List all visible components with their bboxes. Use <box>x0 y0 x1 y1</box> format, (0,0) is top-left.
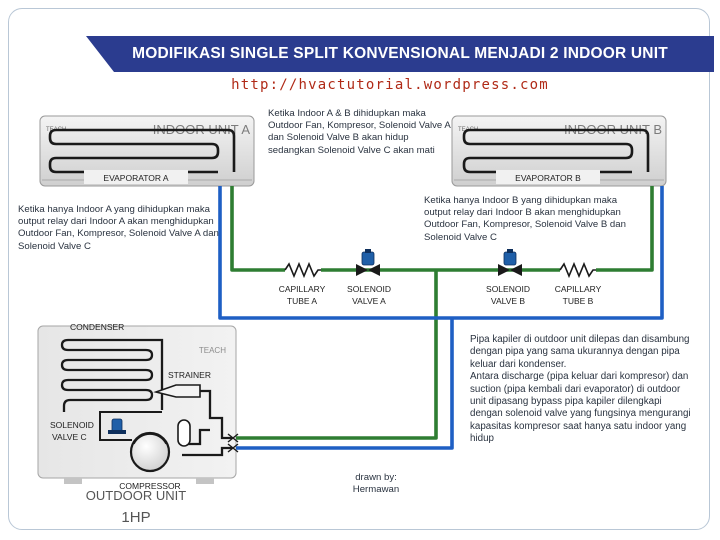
condenser-label: CONDENSER <box>70 322 124 332</box>
solenoid-c-label-1: SOLENOID <box>50 420 94 430</box>
capillary-a-label-2: TUBE A <box>287 296 318 306</box>
note-indoor-b-only: Ketika hanya Indoor B yang dihidupkan ma… <box>424 195 626 243</box>
credit-line-1: drawn by: <box>355 472 397 483</box>
capillary-tube-a <box>284 261 321 279</box>
capillary-a-label-1: CAPILLARY <box>279 284 326 294</box>
note-capillary-modification: Pipa kapiler di outdoor unit dilepas dan… <box>470 334 696 446</box>
note-indoor-a-only: Ketika hanya Indoor A yang dihidupkan ma… <box>18 204 219 252</box>
note-both-indoor-on: Ketika Indoor A & B dihidupkan maka Outd… <box>268 108 451 156</box>
solenoid-c-label-2: VALVE C <box>52 432 87 442</box>
diagram-title: MODIFIKASI SINGLE SPLIT KONVENSIONAL MEN… <box>132 45 668 62</box>
solenoid-a-label-1: SOLENOID <box>347 284 391 294</box>
compressor <box>129 431 171 473</box>
solenoid-valve-a <box>356 249 380 276</box>
solenoid-a-label-2: VALVE A <box>352 296 386 306</box>
evaporator-a-coil <box>48 128 236 174</box>
accumulator <box>177 419 191 447</box>
suction-line <box>218 186 664 450</box>
solenoid-b-label-1: SOLENOID <box>486 284 530 294</box>
note-capillary-para-1: Pipa kapiler di outdoor unit dilepas dan… <box>470 334 690 370</box>
title-banner <box>86 36 714 72</box>
bypass-line <box>99 411 162 441</box>
solenoid-valve-b <box>498 249 522 276</box>
credit: drawn by: Hermawan <box>336 472 416 496</box>
indoor-unit-a: TEACH INDOOR UNIT A EVAPORATOR A <box>39 115 255 187</box>
credit-line-2: Hermawan <box>352 484 400 496</box>
outdoor-unit: TEACH CONDENSER STRAINER COMPRESSOR SOLE… <box>37 322 239 526</box>
outdoor-brand: TEACH <box>199 346 226 355</box>
capillary-tube-b <box>559 261 596 279</box>
evaporator-a-label: EVAPORATOR A <box>103 173 169 183</box>
service-valves <box>227 433 239 453</box>
indoor-unit-b: TEACH INDOOR UNIT B EVAPORATOR B <box>451 115 667 187</box>
solenoid-b-label-2: VALVE B <box>491 296 526 306</box>
outdoor-capacity: 1HP <box>121 509 150 526</box>
compressor-label: COMPRESSOR <box>119 481 180 491</box>
evaporator-b-coil <box>462 128 650 174</box>
note-capillary-para-2: Antara discharge (pipa keluar dari kompr… <box>470 371 691 445</box>
evaporator-b-label: EVAPORATOR B <box>515 173 581 183</box>
capillary-b-label-1: CAPILLARY <box>555 284 602 294</box>
outdoor-unit-label: OUTDOOR UNIT <box>86 488 186 503</box>
blog-url: http://hvactutorial.wordpress.com <box>231 77 549 93</box>
condenser-coil <box>60 338 154 412</box>
capillary-b-label-2: TUBE B <box>563 296 594 306</box>
strainer-label: STRAINER <box>168 370 211 380</box>
